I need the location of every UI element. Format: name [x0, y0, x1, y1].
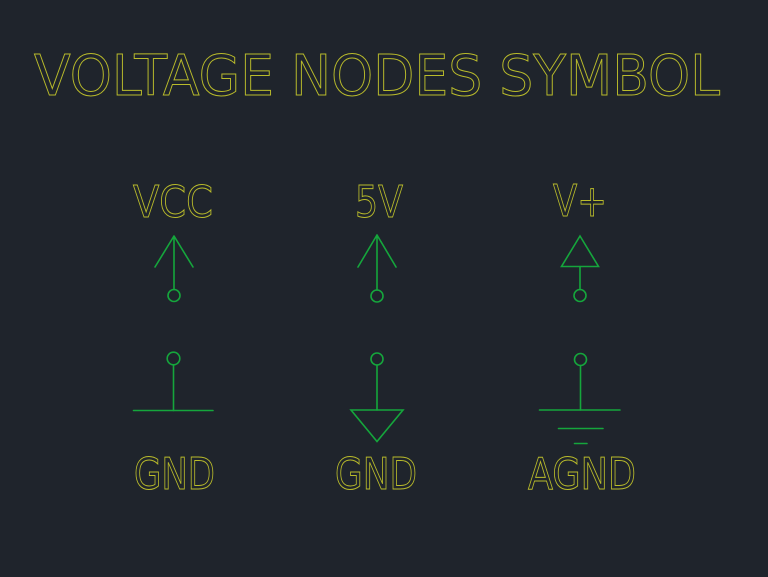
- symbol-5v: 5V: [355, 177, 404, 303]
- up-arrow-icon: [154, 235, 194, 303]
- symbol-label-vplus: V+: [553, 176, 607, 227]
- page-title: VOLTAGE NODES SYMBOL: [34, 44, 720, 109]
- sheet-title-group: VOLTAGE NODES SYMBOL: [34, 44, 721, 110]
- earth-ground-icon: [538, 352, 621, 445]
- symbol-label-gnd1: GND: [134, 449, 215, 500]
- symbol-label-vcc: VCC: [133, 177, 213, 228]
- symbol-agnd: AGND: [528, 352, 637, 501]
- symbol-gnd-bar: GND: [132, 351, 216, 501]
- arrow-strokes: [154, 235, 194, 291]
- symbol-vplus: V+: [553, 176, 608, 303]
- up-triangle-icon: [560, 234, 600, 303]
- symbol-gnd-triangle: GND: [335, 352, 418, 501]
- symbol-label-agnd: AGND: [528, 449, 636, 500]
- node-pin-circle: [573, 288, 587, 303]
- arrow-strokes: [357, 234, 397, 291]
- triangle-outline: [349, 409, 405, 443]
- ground-bar-icon: [132, 351, 214, 412]
- up-arrow-icon: [357, 234, 397, 303]
- symbol-vcc: VCC: [133, 177, 214, 303]
- node-pin-circle: [370, 289, 384, 303]
- symbol-label-gnd2: GND: [335, 449, 417, 500]
- symbol-label-5v: 5V: [355, 177, 403, 228]
- down-triangle-icon: [349, 352, 405, 443]
- node-pin-circle: [167, 288, 181, 303]
